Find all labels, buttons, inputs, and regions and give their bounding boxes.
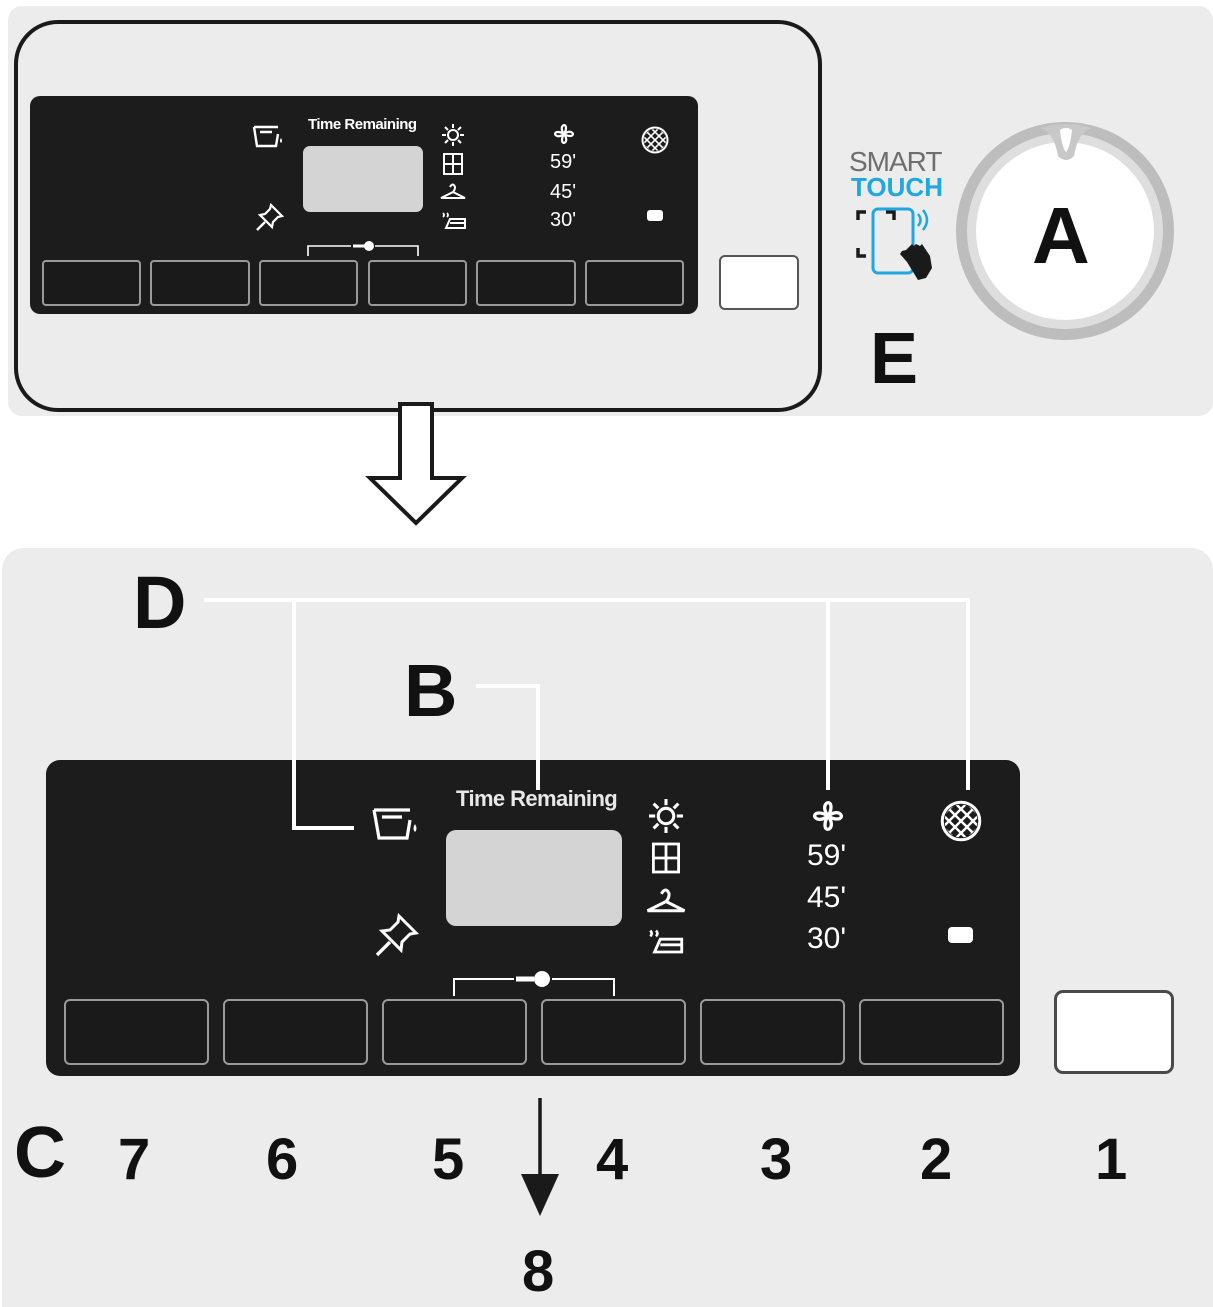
- time-remaining-window: [303, 146, 423, 212]
- button-6[interactable]: [223, 999, 368, 1065]
- status-led: [647, 210, 663, 221]
- number-8: 8: [522, 1239, 555, 1304]
- time-remaining-label: Time Remaining: [308, 116, 417, 133]
- mesh-filter-icon: [940, 800, 982, 842]
- button-5[interactable]: [382, 999, 527, 1065]
- key-lock-icon: [307, 241, 419, 256]
- knob-notch-icon: [1040, 124, 1092, 160]
- top-button-1[interactable]: [719, 255, 799, 310]
- button-4[interactable]: [541, 999, 686, 1065]
- button-number-4: 4: [596, 1127, 629, 1192]
- button-number-2: 2: [920, 1127, 953, 1192]
- down-arrow-icon: [521, 1098, 559, 1216]
- hanger-dry-icon: [440, 183, 466, 199]
- fan-icon: [554, 124, 574, 144]
- button-number-3: 3: [760, 1127, 793, 1192]
- button-7[interactable]: [64, 999, 209, 1065]
- touch-label: TOUCH: [851, 172, 943, 202]
- minutes-59-label: 59': [550, 151, 577, 173]
- button-3[interactable]: [700, 999, 845, 1065]
- time-remaining-window: [446, 830, 622, 926]
- pre-wash-icon: [252, 125, 282, 148]
- cupboard-dry-icon: [652, 842, 680, 874]
- zoom-arrow-icon: [365, 402, 467, 526]
- smart-label: SMART: [849, 146, 942, 177]
- label-c: C: [14, 1113, 66, 1193]
- minutes-45-label: 45': [807, 881, 847, 914]
- label-b: B: [404, 649, 458, 732]
- iron-dry-icon: [442, 212, 466, 229]
- minutes-45-label: 45': [550, 181, 577, 203]
- top-button-4[interactable]: [368, 260, 467, 306]
- top-button-2[interactable]: [585, 260, 684, 306]
- pre-wash-icon: [372, 808, 417, 840]
- minutes-30-label: 30': [550, 209, 577, 231]
- top-button-5[interactable]: [259, 260, 358, 306]
- top-button-6[interactable]: [150, 260, 250, 306]
- button-number-5: 5: [432, 1127, 465, 1192]
- button-1[interactable]: [1054, 990, 1174, 1074]
- key-lock-icon: [453, 971, 615, 996]
- hanger-dry-icon: [646, 888, 686, 913]
- label-e: E: [870, 319, 919, 399]
- label-a: A: [1032, 191, 1090, 280]
- time-remaining-label: Time Remaining: [456, 786, 618, 811]
- label-d: D: [133, 561, 187, 644]
- button-number-7: 7: [118, 1127, 151, 1192]
- pin-icon: [375, 912, 420, 957]
- minutes-30-label: 30': [807, 922, 847, 955]
- sun-dry-icon: [442, 124, 464, 146]
- button-number-1: 1: [1095, 1127, 1128, 1192]
- sun-dry-icon: [649, 799, 683, 833]
- top-button-7[interactable]: [42, 260, 141, 306]
- status-led: [948, 927, 973, 943]
- minutes-59-label: 59': [807, 839, 847, 872]
- button-2[interactable]: [859, 999, 1004, 1065]
- button-number-6: 6: [266, 1127, 299, 1192]
- mesh-filter-icon: [641, 126, 669, 154]
- program-knob-face: [976, 142, 1154, 320]
- iron-dry-icon: [649, 929, 684, 954]
- fan-icon: [813, 801, 843, 831]
- cupboard-dry-icon: [443, 153, 463, 175]
- top-button-3[interactable]: [476, 260, 576, 306]
- smart-touch-phone-icon: [856, 207, 932, 280]
- pin-icon: [256, 202, 285, 231]
